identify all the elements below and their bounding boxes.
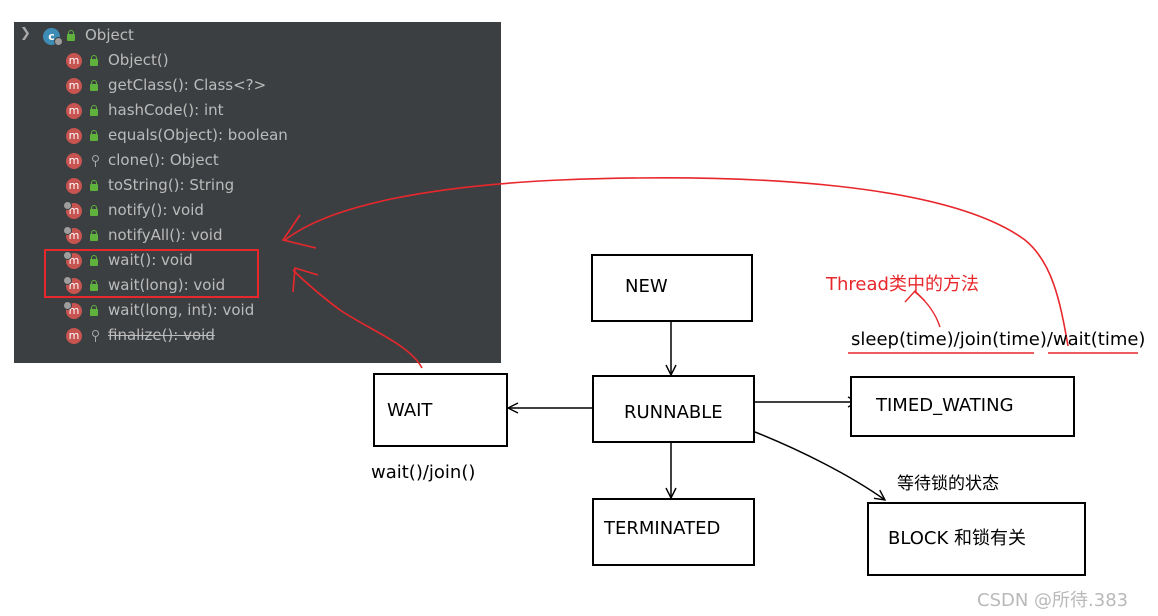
public-lock-icon [90,55,98,66]
member-label: finalize(): void [108,326,215,344]
state-block: BLOCK 和锁有关 [867,502,1086,576]
protected-key-icon [90,330,100,342]
state-wait-label: WAIT [387,400,433,421]
method-icon: m [66,78,82,94]
member-label: Object() [108,51,169,69]
state-block-label: BLOCK 和锁有关 [888,528,1026,549]
class-tree-node[interactable]: ❯ c Object [14,22,501,47]
member-row[interactable]: m wait(long, int): void [14,298,501,323]
state-runnable-label: RUNNABLE [624,402,723,423]
member-row[interactable]: m Object() [14,48,501,73]
thread-methods-note: Thread类中的方法 [826,274,979,295]
member-row[interactable]: m equals(Object): boolean [14,123,501,148]
timed-methods-label: sleep(time)/join(time)/wait(time) [851,329,1146,350]
method-icon: m [63,276,82,294]
block-note: 等待锁的状态 [897,474,999,494]
public-lock-icon [90,280,98,291]
state-new-label: NEW [625,276,668,297]
member-list: m Object() m getClass(): Class<?> m hashCode(… [14,48,501,348]
member-label: wait(long): void [108,276,226,294]
member-row[interactable]: m notify(): void [14,198,501,223]
method-icon: m [66,103,82,119]
public-lock-icon [90,230,98,241]
method-icon: m [63,201,82,219]
member-row[interactable]: m wait(): void [14,248,501,273]
state-timed-waiting-label: TIMED_WATING [876,395,1014,416]
public-lock-icon [90,255,98,266]
state-wait: WAIT [373,373,508,447]
method-icon: m [63,226,82,244]
structure-panel: ❯ c Object m Object() m getClass(): Class<?… [14,22,501,363]
member-label: notifyAll(): void [108,226,223,244]
method-icon: m [66,328,82,344]
red-arrowhead-wait [292,266,319,293]
red-arrowhead-timed [281,214,317,249]
member-row[interactable]: m wait(long): void [14,273,501,298]
class-icon: c [43,28,63,46]
public-lock-icon [67,30,75,41]
wait-methods-label: wait()/join() [371,462,476,483]
red-curve-wait [292,269,423,369]
method-icon: m [63,251,82,269]
method-icon: m [63,301,82,319]
method-icon: m [66,178,82,194]
public-lock-icon [90,305,98,316]
member-label: equals(Object): boolean [108,126,288,144]
highlight-box [44,249,259,298]
member-label: wait(long, int): void [108,301,255,319]
red-note-pointer [904,289,941,328]
chevron-down-icon[interactable]: ❯ [20,26,31,41]
method-icon: m [66,53,82,69]
state-terminated-label: TERMINATED [604,518,721,539]
method-icon: m [66,128,82,144]
member-row[interactable]: m toString(): String [14,173,501,198]
public-lock-icon [90,130,98,141]
member-label: hashCode(): int [108,101,224,119]
member-row[interactable]: m hashCode(): int [14,98,501,123]
member-label: toString(): String [108,176,235,194]
member-label: clone(): Object [108,151,219,169]
state-timed-waiting: TIMED_WATING [850,376,1075,437]
member-row[interactable]: m notifyAll(): void [14,223,501,248]
member-row[interactable]: m getClass(): Class<?> [14,73,501,98]
watermark: CSDN @所待.383 [977,590,1129,611]
public-lock-icon [90,180,98,191]
member-row[interactable]: m clone(): Object [14,148,501,173]
arrow-runnable-to-block [754,431,885,500]
state-new: NEW [591,254,753,322]
member-label: wait(): void [108,251,193,269]
member-label: notify(): void [108,201,204,219]
member-row[interactable]: m finalize(): void [14,323,501,348]
protected-key-icon [90,155,100,167]
public-lock-icon [90,105,98,116]
state-runnable: RUNNABLE [592,375,755,443]
red-curve-timed [284,177,1069,347]
member-label: getClass(): Class<?> [108,76,267,94]
public-lock-icon [90,205,98,216]
class-name: Object [85,26,134,44]
state-terminated: TERMINATED [592,498,755,566]
method-icon: m [66,153,82,169]
public-lock-icon [90,80,98,91]
